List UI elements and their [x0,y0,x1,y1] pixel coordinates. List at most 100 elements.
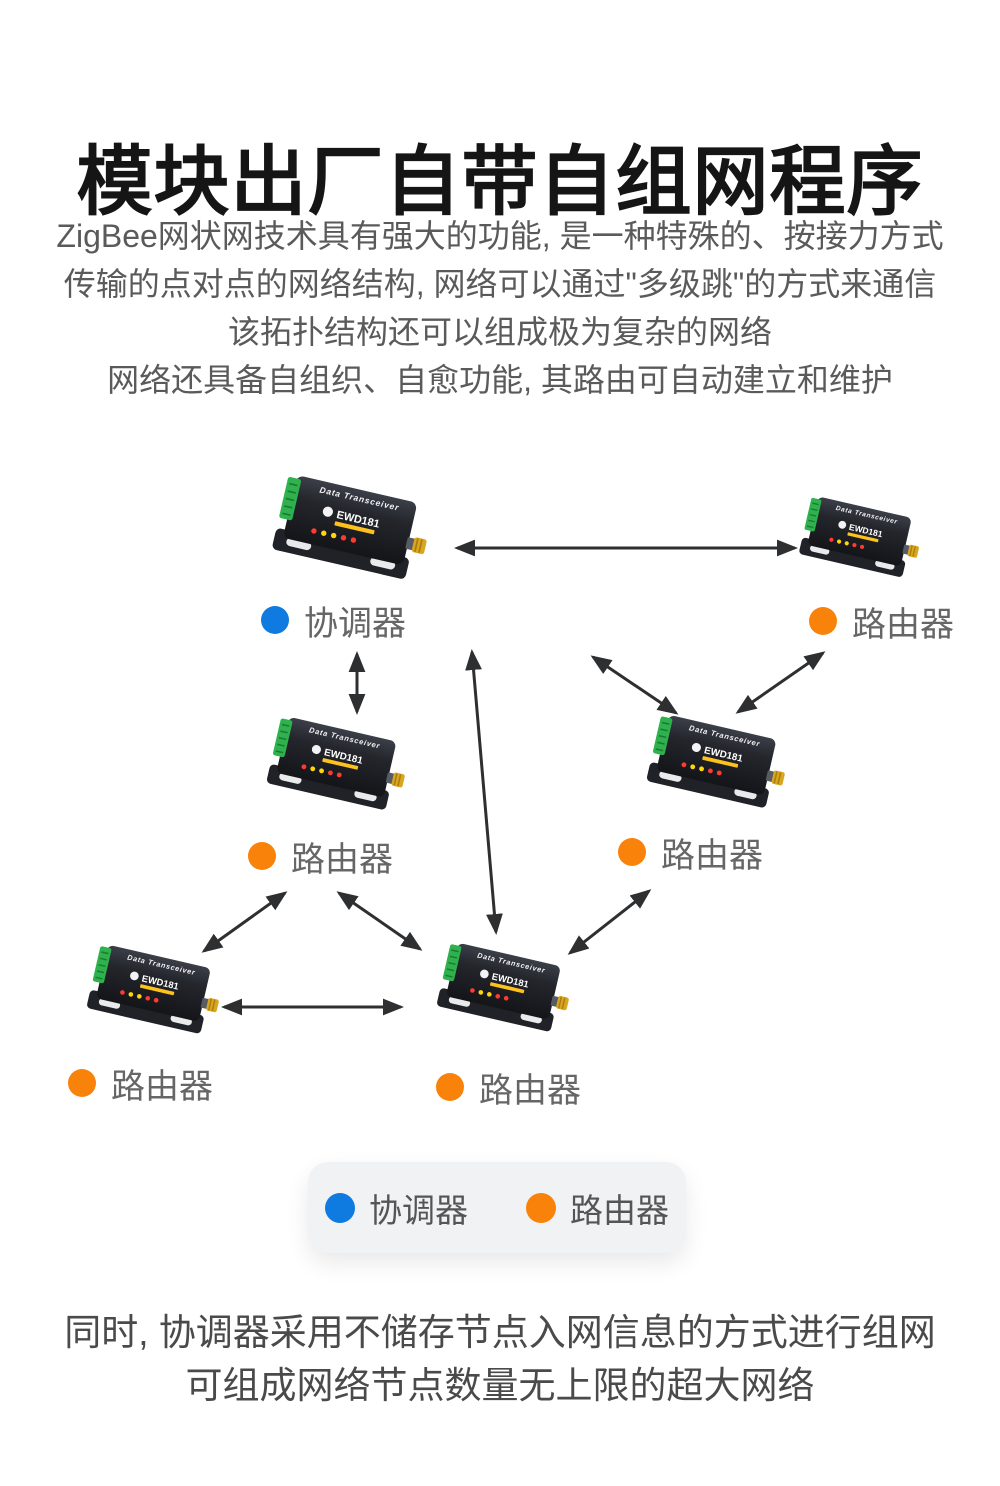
transceiver-device-image: Data Transceiver EWD181 [799,497,919,577]
transceiver-device-image: Data Transceiver EWD181 [272,476,427,579]
footer-line: 同时, 协调器采用不储存节点入网信息的方式进行组网 [64,1312,936,1353]
device-node-router-middle-right: Data Transceiver EWD181 [646,712,786,818]
intro-paragraph: ZigBee网状网技术具有强大的功能, 是一种特殊的、按接力方式 传输的点对点的… [0,212,1000,404]
edge-router-top-right-router-middle-right [735,651,826,714]
legend-item-router: 路由器 [526,1184,669,1232]
terminal-block [804,497,822,532]
node-label-text: 路由器 [852,605,954,644]
status-led-icons [120,990,159,1003]
status-led-icons [681,762,722,776]
device-model-text: EWD181 [335,509,380,531]
router-dot-icon [809,607,837,635]
device-title-text: Data Transceiver [688,723,761,748]
device-node-router-top-right: Data Transceiver EWD181 [799,494,920,586]
edge-router-middle-left-router-bottom-center [336,891,423,951]
footer-line: 可组成网络节点数量无上限的超大网络 [185,1365,815,1406]
device-title-text: Data Transceiver [308,725,381,750]
node-label-router-middle-left: 路由器 [248,836,393,879]
device-mounting-plate [272,528,409,579]
device-body [284,476,417,565]
device-body [277,718,396,797]
device-node-router-bottom-left: Data Transceiver EWD181 [87,942,220,1043]
node-label-router-top-right: 路由器 [809,601,954,644]
device-model-text: EWD181 [848,522,884,539]
edge-router-middle-left-router-bottom-left [201,891,288,953]
transceiver-device-image: Data Transceiver EWD181 [646,716,785,808]
device-title-text: Data Transceiver [835,505,898,526]
node-label-text: 路由器 [291,840,393,879]
terminal-block [92,946,112,984]
terminal-block [279,477,301,521]
node-label-text: 路由器 [661,836,763,875]
device-mounting-plate [799,537,906,577]
router-dot-icon [248,842,276,870]
device-body [97,945,210,1021]
brand-logo-icon [838,520,847,529]
device-node-router-bottom-center: Data Transceiver EWD181 [437,940,570,1041]
brand-logo-icon [480,969,489,979]
router-dot-icon [436,1073,464,1101]
device-model-text: EWD181 [323,747,364,767]
legend: 协调器 路由器 [308,1162,686,1253]
status-led-icons [301,764,342,778]
device-title-text: Data Transceiver [476,951,546,976]
legend-label: 协调器 [369,1191,468,1229]
sma-connector [902,544,919,558]
transceiver-device-image: Data Transceiver EWD181 [266,718,405,810]
device-node-coordinator: Data Transceiver EWD181 [272,472,428,590]
terminal-block [442,944,462,982]
terminal-block [652,716,673,756]
coordinator-dot-icon [325,1192,355,1223]
device-body [447,943,560,1019]
device-mounting-plate [437,988,554,1032]
device-title-text: Data Transceiver [319,485,401,513]
brand-logo-icon [322,506,333,517]
device-model-text: EWD181 [141,973,180,991]
device-model-text: EWD181 [703,745,744,765]
page-title: 模块出厂自带自组网程序 [76,139,924,225]
brand-logo-icon [130,971,139,981]
router-dot-icon [68,1069,96,1097]
node-label-text: 路由器 [111,1067,213,1106]
brand-logo-icon [691,742,701,753]
brand-logo-icon [311,744,321,755]
device-mounting-plate [646,762,769,808]
device-body [657,716,776,795]
intro-line: 网络还具备自组织、自愈功能, 其路由可自动建立和维护 [107,362,893,398]
edge-coordinator-router-middle-right [590,655,679,715]
intro-line: ZigBee网状网技术具有强大的功能, 是一种特殊的、按接力方式 [56,218,944,254]
coordinator-dot-icon [261,606,289,634]
legend-label: 路由器 [570,1191,669,1229]
intro-line: 传输的点对点的网络结构, 网络可以通过"多级跳"的方式来通信 [63,266,937,302]
terminal-block [272,718,293,758]
intro-line: 该拓扑结构还可以组成极为复杂的网络 [227,314,772,350]
edge-coordinator-router-bottom-center [465,649,503,935]
footer-paragraph: 同时, 协调器采用不储存节点入网信息的方式进行组网 可组成网络节点数量无上限的超… [0,1306,1000,1412]
sma-connector [200,997,219,1013]
device-mounting-plate [266,764,389,810]
legend-item-coordinator: 协调器 [325,1184,468,1232]
transceiver-device-image: Data Transceiver EWD181 [87,945,219,1034]
router-dot-icon [526,1192,556,1223]
device-mounting-plate [87,990,204,1034]
status-led-icons [829,537,865,549]
transceiver-device-image: Data Transceiver EWD181 [437,943,569,1032]
node-label-text: 协调器 [304,604,406,643]
status-led-icons [470,988,509,1001]
sma-connector [765,770,785,786]
node-label-router-middle-right: 路由器 [618,832,763,875]
sma-connector [385,772,405,788]
router-dot-icon [618,838,646,866]
sma-connector [405,537,427,555]
node-label-coordinator: 协调器 [261,600,406,643]
node-label-router-bottom-left: 路由器 [68,1063,213,1106]
device-body [808,497,911,566]
node-label-text: 路由器 [479,1071,581,1110]
device-title-text: Data Transceiver [126,953,196,978]
node-label-router-bottom-center: 路由器 [436,1067,581,1110]
device-model-text: EWD181 [491,971,530,989]
sma-connector [550,995,569,1011]
device-node-router-middle-left: Data Transceiver EWD181 [266,714,406,820]
edge-router-middle-right-router-bottom-center [567,889,652,955]
status-led-icons [311,528,357,543]
